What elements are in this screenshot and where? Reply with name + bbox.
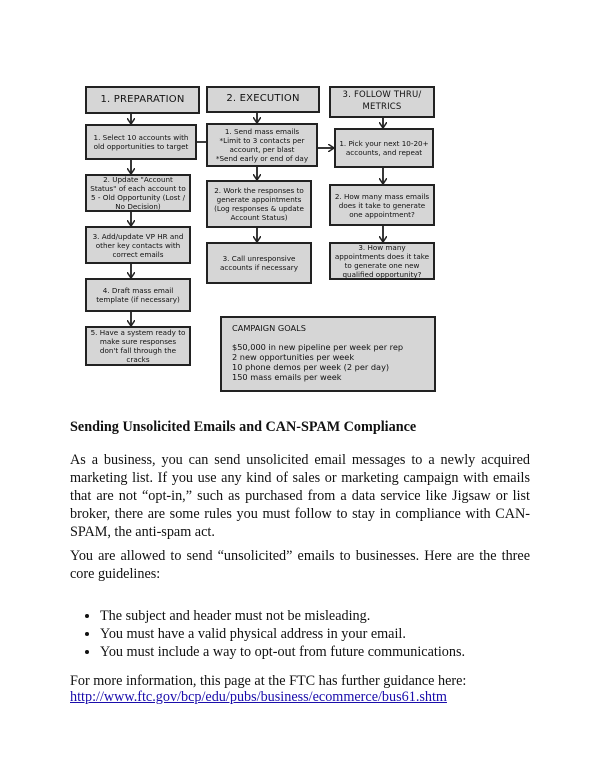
header-execution: 2. EXECUTION	[206, 86, 320, 113]
header-preparation: 1. PREPARATION	[85, 86, 200, 114]
campaign-goal: $50,000 in new pipeline per week per rep	[232, 342, 404, 352]
list-item: You must include a way to opt-out from f…	[100, 643, 540, 661]
list-item: You must have a valid physical address i…	[100, 625, 540, 643]
exec-step-2: 2. Work the responses to generate appoin…	[206, 180, 312, 228]
exec-step-3: 3. Call unresponsive accounts if necessa…	[206, 242, 312, 284]
campaign-goal: 2 new opportunities per week	[232, 352, 355, 362]
campaign-goals-title: CAMPAIGN GOALS	[232, 323, 306, 333]
prep-step-1: 1. Select 10 accounts with old opportuni…	[85, 124, 197, 160]
campaign-goals-box: CAMPAIGN GOALS $50,000 in new pipeline p…	[220, 316, 436, 392]
header-follow-thru: 3. FOLLOW THRU/ METRICS	[329, 86, 435, 118]
ftc-link[interactable]: http://www.ftc.gov/bcp/edu/pubs/business…	[70, 689, 447, 705]
follow-step-3: 3. How many appointments does it take to…	[329, 242, 435, 280]
paragraph-guidelines-intro: You are allowed to send “unsolicited” em…	[70, 548, 530, 582]
campaign-goal: 150 mass emails per week	[232, 372, 342, 382]
section-heading: Sending Unsolicited Emails and CAN-SPAM …	[70, 419, 417, 435]
paragraph-intro: As a business, you can send unsolicited …	[70, 452, 530, 540]
prep-step-3: 3. Add/update VP HR and other key contac…	[85, 226, 191, 264]
campaign-goal: 10 phone demos per week (2 per day)	[232, 362, 390, 372]
list-item: The subject and header must not be misle…	[100, 607, 540, 625]
prep-step-4: 4. Draft mass email template (if necessa…	[85, 278, 191, 312]
exec-step-1: 1. Send mass emails *Limit to 3 contacts…	[206, 123, 318, 167]
guidelines-list: The subject and header must not be misle…	[70, 607, 540, 661]
follow-step-2: 2. How many mass emails does it take to …	[329, 184, 435, 226]
prep-step-5: 5. Have a system ready to make sure resp…	[85, 326, 191, 366]
follow-step-1: 1. Pick your next 10-20+ accounts, and r…	[334, 128, 434, 168]
campaign-flowchart: 1. PREPARATION 2. EXECUTION 3. FOLLOW TH…	[0, 86, 600, 400]
prep-step-2: 2. Update "Account Status" of each accou…	[85, 174, 191, 212]
flow-arrows	[0, 113, 600, 400]
paragraph-more-info: For more information, this page at the F…	[70, 673, 467, 689]
